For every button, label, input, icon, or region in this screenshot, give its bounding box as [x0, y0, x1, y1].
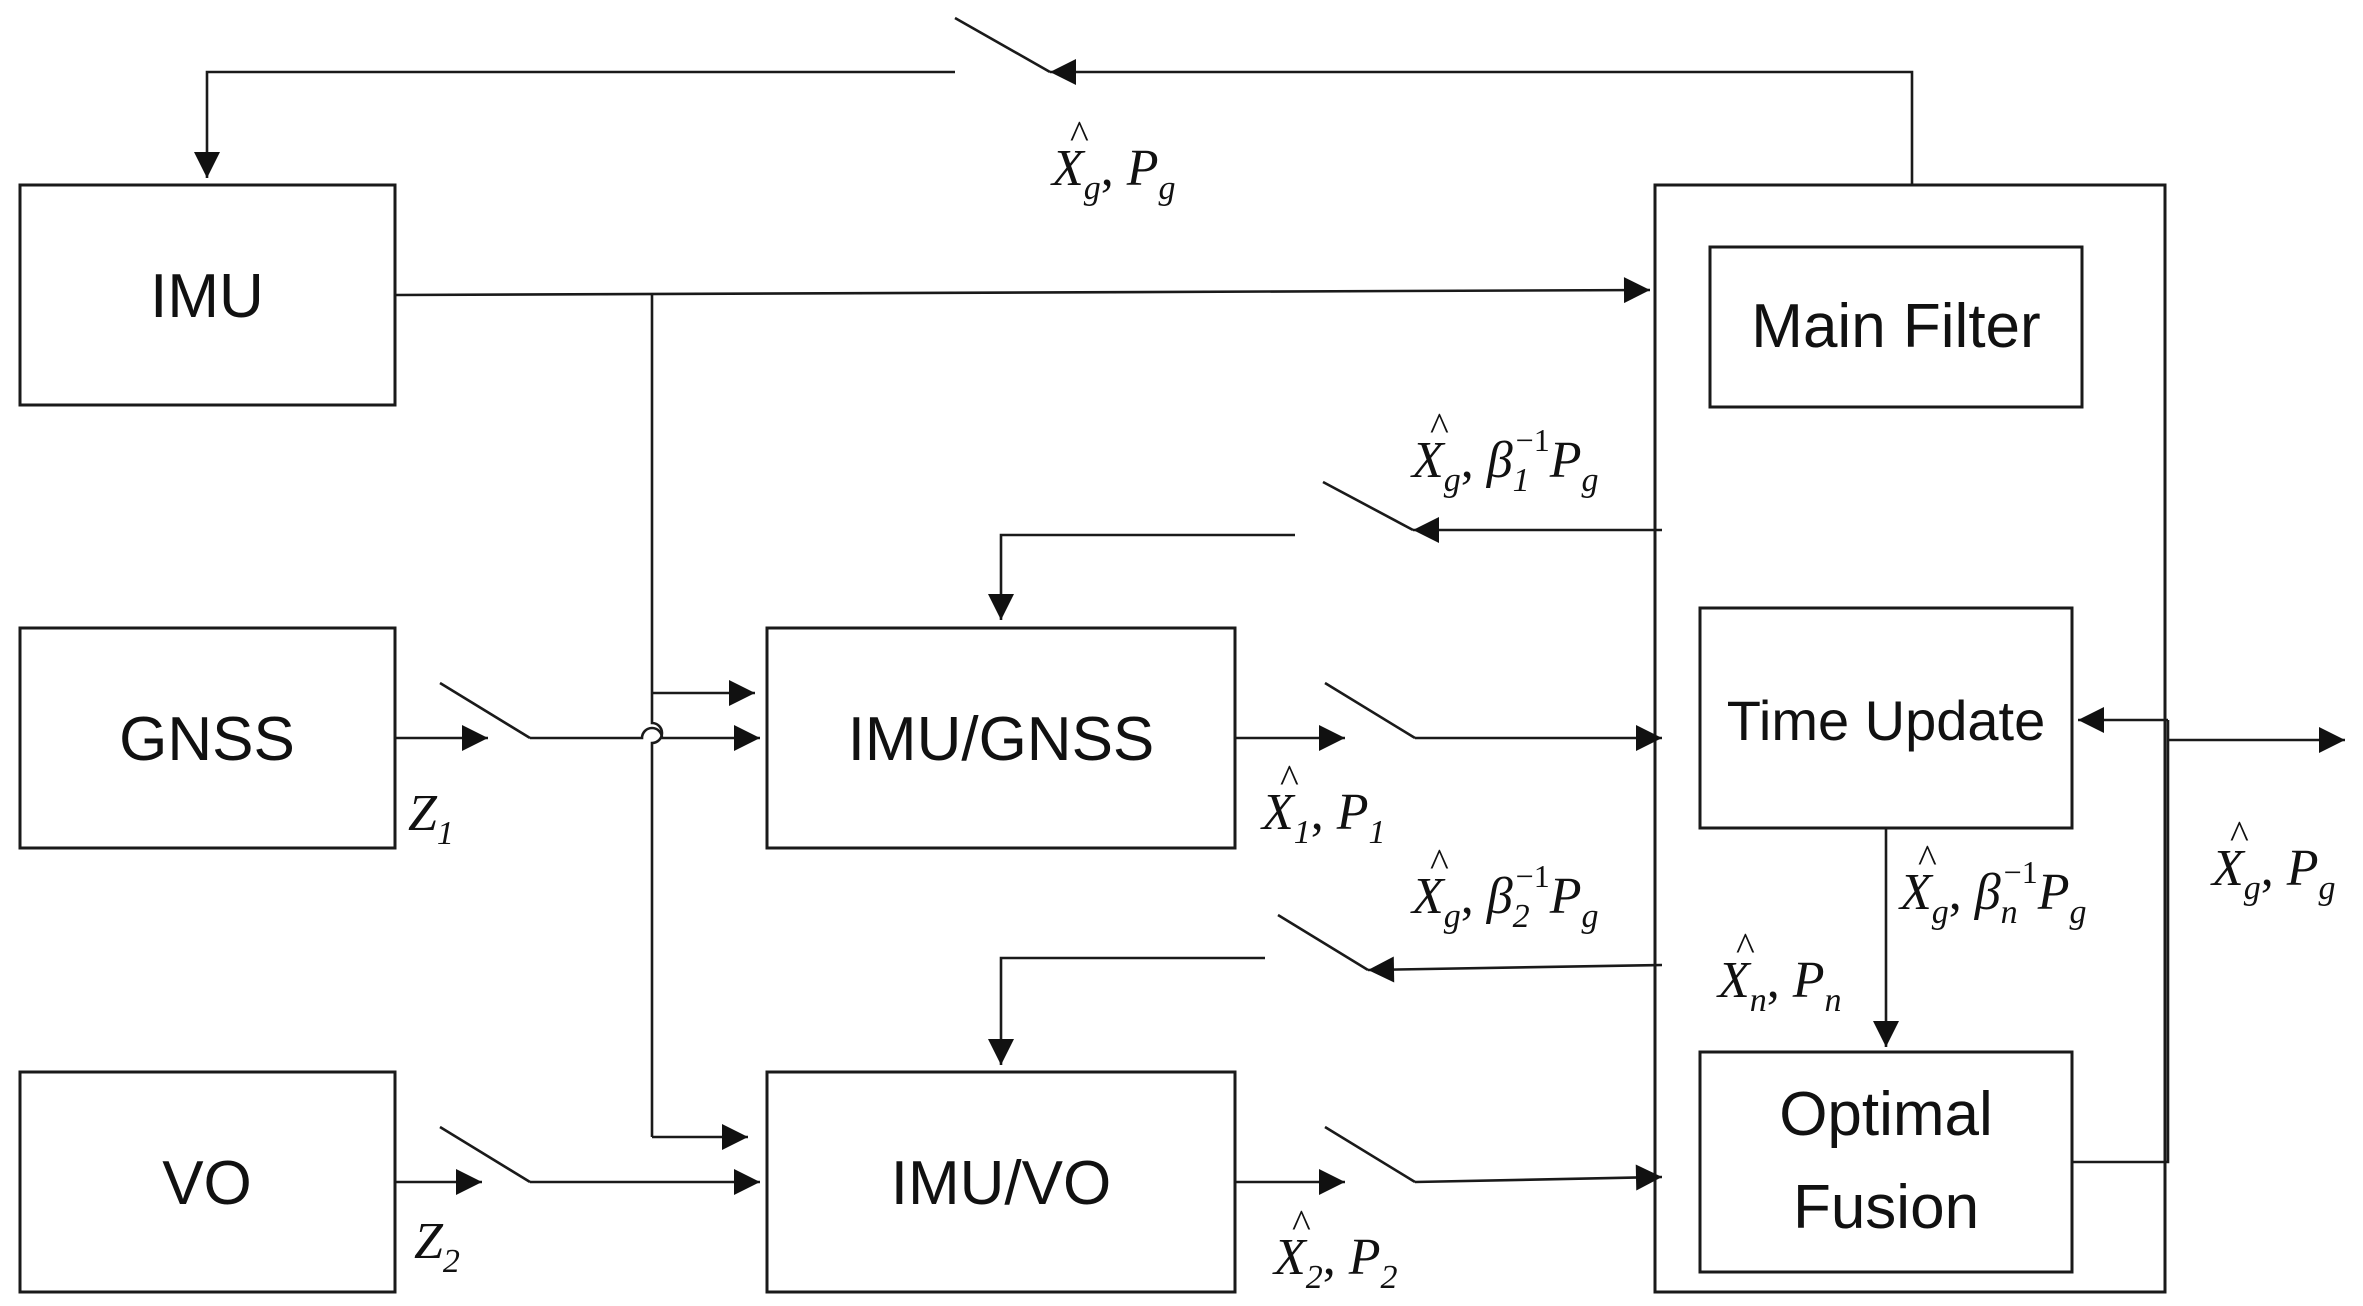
- label-local-n: ^ Xn, Pn: [1716, 924, 1842, 1019]
- imu-bus-vertical: [650, 294, 664, 1137]
- svg-text:X1, P1: X1, P1: [1260, 784, 1386, 851]
- svg-text:Xg, βn−1Pg: Xg, βn−1Pg: [1898, 854, 2086, 931]
- imu-vo-filter-block: [765, 1070, 1237, 1294]
- optimal-fusion-label-line1: Optimal: [1779, 1080, 1993, 1149]
- svg-text:Xn, Pn: Xn, Pn: [1716, 952, 1842, 1019]
- fusion-output-line: [2072, 720, 2170, 1164]
- label-feedback-n: ^ Xg, βn−1Pg: [1898, 836, 2086, 931]
- gnss-block: [18, 626, 397, 850]
- vo-block: [18, 1070, 397, 1294]
- time-update-label: Time Update: [1727, 689, 2046, 752]
- imu-to-master-line: [394, 277, 1651, 304]
- imu-vo-out-switch: [1324, 1125, 1416, 1184]
- imu-gnss-filter-block: [765, 626, 1237, 850]
- vo-switch: [439, 1125, 531, 1184]
- feedback-2-switch: [1277, 913, 1369, 972]
- svg-text:^: ^: [1430, 404, 1449, 449]
- label-local-2: ^ X2, P2: [1272, 1201, 1398, 1296]
- time-update-block: [1698, 606, 2074, 830]
- imu-block: [18, 183, 397, 407]
- optimal-fusion-label-line2: Fusion: [1793, 1173, 1979, 1242]
- feedback-2-to-imu-vo: [988, 956, 1265, 1065]
- label-local-1: ^ X1, P1: [1260, 756, 1386, 851]
- imu-vo-label: IMU/VO: [891, 1149, 1111, 1218]
- svg-text:Xg, Pg: Xg, Pg: [2210, 840, 2336, 907]
- svg-text:^: ^: [1918, 836, 1937, 881]
- svg-text:X2, P2: X2, P2: [1272, 1229, 1398, 1296]
- gnss-to-imu-gnss: [530, 725, 760, 751]
- optimal-fusion-block: [1698, 1050, 2074, 1274]
- feedback-1-switch: [1322, 480, 1414, 532]
- label-feedback-1: ^ Xg, β1−1Pg: [1410, 404, 1598, 499]
- gnss-label: GNSS: [119, 705, 295, 774]
- feedback-1-to-imu-gnss: [988, 533, 1295, 620]
- svg-text:^: ^: [1070, 112, 1089, 157]
- top-feedback-to-imu: [194, 70, 955, 178]
- svg-text:Xg, β1−1Pg: Xg, β1−1Pg: [1410, 422, 1598, 499]
- imu-vo-to-master: [1414, 1164, 1663, 1191]
- imu-gnss-label: IMU/GNSS: [848, 705, 1155, 774]
- top-feedback-line: [1050, 59, 1914, 185]
- top-feedback-switch: [954, 16, 1051, 74]
- label-global-output: ^ Xg, Pg: [2210, 812, 2336, 907]
- svg-text:^: ^: [1292, 1201, 1311, 1246]
- feedback-2-line: [1367, 956, 1663, 983]
- svg-text:^: ^: [1736, 924, 1755, 969]
- svg-text:^: ^: [2230, 812, 2249, 857]
- imu-gnss-out-switch: [1324, 681, 1416, 740]
- label-meas-2: Z2: [414, 1213, 460, 1280]
- svg-text:^: ^: [1280, 756, 1299, 801]
- main-filter-label: Main Filter: [1751, 292, 2040, 361]
- label-feedback-2: ^ Xg, β2−1Pg: [1410, 840, 1598, 935]
- main-filter-block: [1708, 245, 2084, 409]
- gnss-switch: [439, 681, 531, 740]
- imu-label: IMU: [150, 262, 264, 331]
- svg-text:Xg, Pg: Xg, Pg: [1050, 140, 1176, 207]
- label-meas-1: Z1: [408, 785, 454, 852]
- svg-text:^: ^: [1430, 840, 1449, 885]
- label-global-feedback-top: ^ Xg, Pg: [1050, 112, 1176, 207]
- vo-label: VO: [162, 1149, 252, 1218]
- svg-text:Xg, β2−1Pg: Xg, β2−1Pg: [1410, 858, 1598, 935]
